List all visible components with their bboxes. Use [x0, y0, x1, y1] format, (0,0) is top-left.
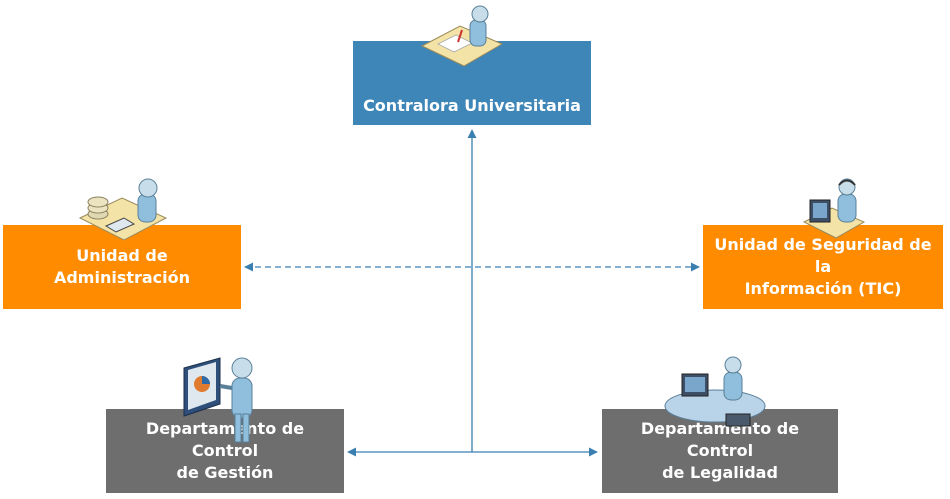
person-with-headset-computer-icon	[802, 178, 866, 239]
node-legalidad: Departamento de Control de Legalidad	[602, 409, 838, 493]
node-gestion-label: Departamento de Control de Gestión	[145, 419, 305, 482]
person-at-computer-workstation-icon	[664, 356, 766, 427]
node-gestion: Departamento de Control de Gestión	[106, 409, 344, 493]
node-seguridad: Unidad de Seguridad de la Información (T…	[703, 225, 943, 309]
node-seguridad-label: Unidad de Seguridad de la Información (T…	[714, 235, 932, 298]
person-at-desk-writing-icon	[420, 5, 504, 67]
node-administracion-label: Unidad de Administración	[53, 246, 191, 287]
person-with-calculator-icon	[78, 178, 168, 241]
person-presenting-chart-icon	[183, 357, 253, 443]
node-contralora-label: Contralora Universitaria	[363, 96, 581, 115]
